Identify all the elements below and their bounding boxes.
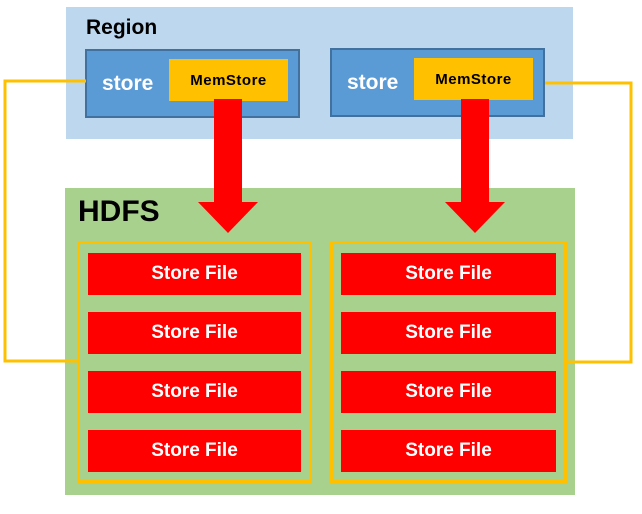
store-label: store	[102, 71, 154, 95]
store-file-box: Store File	[341, 312, 556, 354]
memstore-label: MemStore	[435, 70, 512, 88]
store-file-label: Store File	[151, 440, 238, 461]
store-box-1: store MemStore	[85, 49, 300, 118]
store-file-box: Store File	[341, 253, 556, 295]
store-file-label: Store File	[405, 440, 492, 461]
store-file-label: Store File	[151, 263, 238, 284]
hdfs-box: HDFS Store File Store File Store File St…	[65, 188, 575, 495]
store-file-box: Store File	[341, 430, 556, 472]
region-label: Region	[86, 16, 158, 39]
store-file-box: Store File	[88, 430, 301, 472]
hdfs-label: HDFS	[78, 195, 160, 228]
region-box: Region store MemStore store MemStore	[66, 7, 573, 139]
memstore-box-2: MemStore	[414, 58, 533, 100]
store-file-column-2: Store File Store File Store File Store F…	[330, 241, 567, 483]
store-file-label: Store File	[405, 381, 492, 402]
store-box-2: store MemStore	[330, 48, 545, 117]
memstore-label: MemStore	[190, 71, 267, 89]
store-file-label: Store File	[151, 322, 238, 343]
store-file-box: Store File	[341, 371, 556, 413]
store-file-box: Store File	[88, 253, 301, 295]
store-file-label: Store File	[405, 263, 492, 284]
store-file-box: Store File	[88, 312, 301, 354]
memstore-box-1: MemStore	[169, 59, 288, 101]
store-file-label: Store File	[405, 322, 492, 343]
store-file-box: Store File	[88, 371, 301, 413]
store-label: store	[347, 70, 399, 94]
store-file-column-1: Store File Store File Store File Store F…	[77, 241, 312, 483]
store-file-label: Store File	[151, 381, 238, 402]
